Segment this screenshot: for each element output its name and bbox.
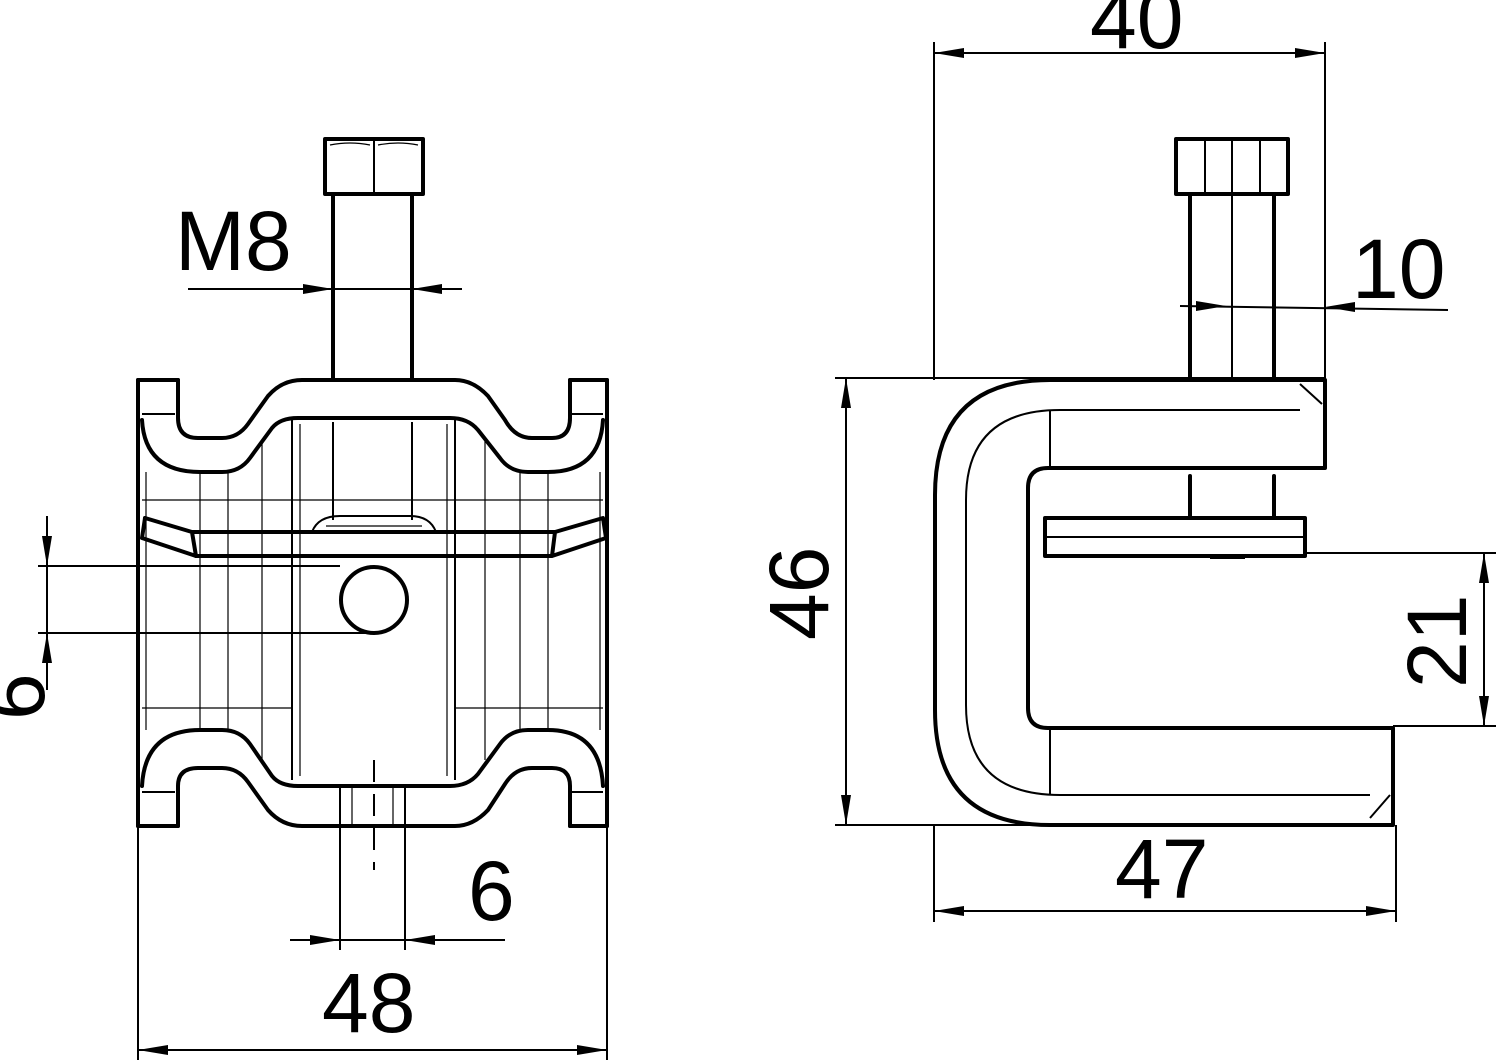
dim-top-width-label: 40 <box>1090 0 1183 66</box>
clamp-frame <box>136 378 609 828</box>
dimension-jaw: 21 <box>1305 552 1496 727</box>
bolt-shank <box>331 192 414 520</box>
dimension-slot: 6 <box>290 844 515 945</box>
bottom-strap <box>140 728 605 828</box>
dim-thread-label: M8 <box>175 194 292 288</box>
c-clamp-body <box>933 378 1395 827</box>
top-strap <box>140 378 605 474</box>
mounting-hole <box>339 565 409 635</box>
bolt-head <box>323 137 425 196</box>
front-view: M8 6 48 6 <box>0 137 609 1060</box>
dimension-bottom-width: 47 <box>933 822 1397 922</box>
frame-ribs <box>142 440 603 760</box>
dimension-top-width: 40 <box>933 0 1326 380</box>
dim-bottom-width-label: 47 <box>1115 822 1208 916</box>
dim-jaw-label: 21 <box>1390 595 1484 688</box>
dim-bolt-offset-label: 10 <box>1352 222 1445 316</box>
side-bolt-head <box>1174 137 1290 196</box>
side-pressure-plate <box>1043 516 1307 559</box>
pressure-plate <box>140 515 608 558</box>
dimension-height: 46 <box>752 377 1325 826</box>
dim-slot-label: 6 <box>468 844 515 938</box>
inner-body <box>291 418 456 780</box>
side-view: 40 10 46 21 <box>752 0 1496 922</box>
dim-height-label: 46 <box>752 547 846 640</box>
dim-width-label: 48 <box>322 956 415 1050</box>
dimension-width: 48 <box>137 826 608 1060</box>
dim-side-label: 6 <box>0 673 62 720</box>
dimension-thread: M8 <box>175 194 462 294</box>
dimension-side: 6 <box>0 516 374 720</box>
dimension-bolt-offset: 10 <box>1179 222 1449 316</box>
side-bolt-shank <box>1188 192 1276 520</box>
